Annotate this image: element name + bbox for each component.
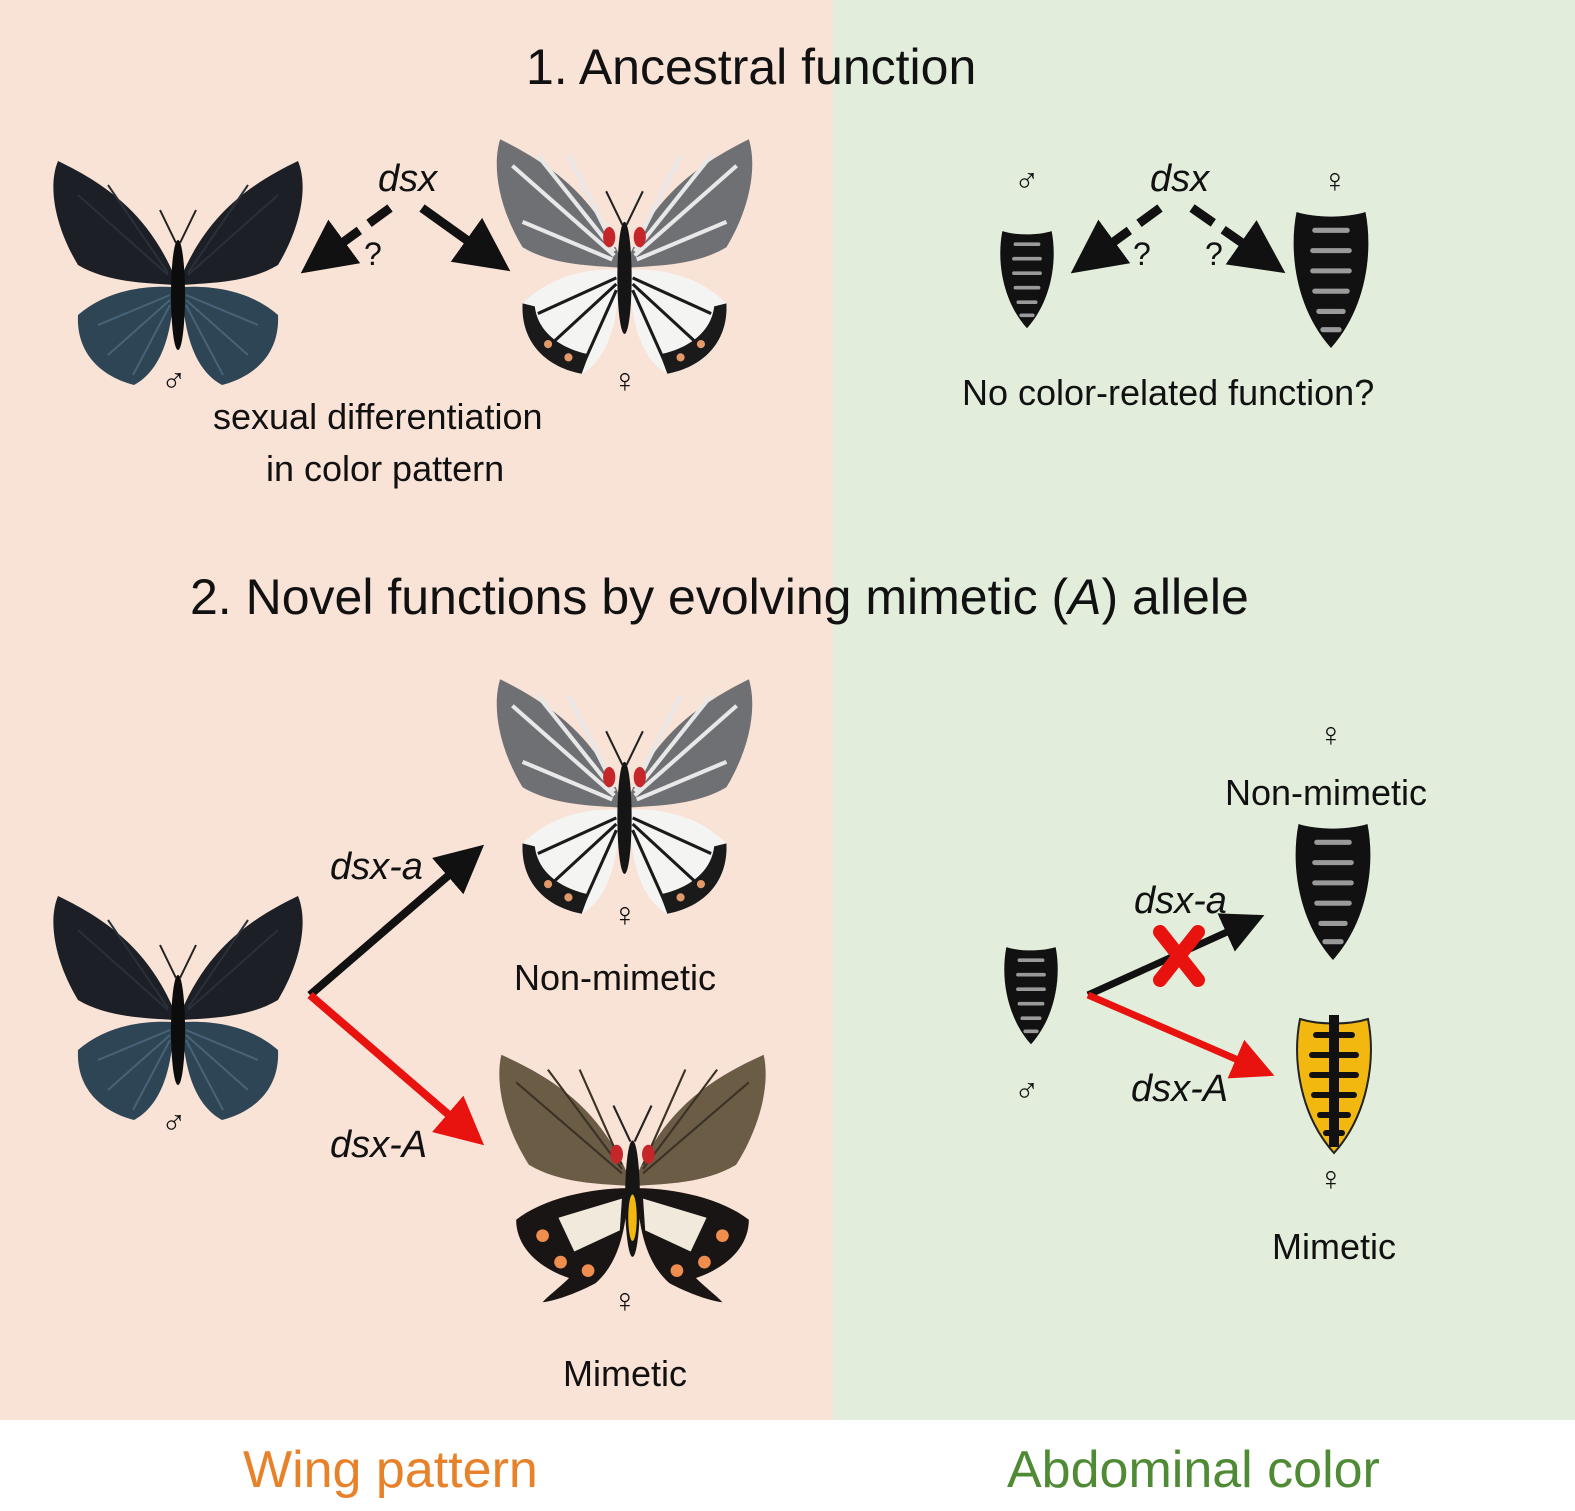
s1-wing-question-mark: ? [364,236,382,272]
s1-abd-gene-label: dsx [1150,158,1210,200]
s2-wing-gene-a-label: dsx-a [330,846,423,888]
s1-abd-caption: No color-related function? [962,372,1375,413]
s2-abd-gene-a-label: dsx-a [1134,880,1227,922]
s1-male-symbol: ♂ [161,362,187,400]
abdomen-panel [833,0,1575,1420]
s2-wing-gene-A-label: dsx-A [330,1124,428,1166]
s2-male-symbol: ♂ [161,1104,187,1142]
s2-abd-nonmimetic-female-symbol: ♀ [1318,716,1344,754]
s2-abd-male-symbol: ♂ [1014,1072,1040,1110]
arrow-dsx-A-to-mimetic [307,991,485,1146]
footer-wing-pattern-label: Wing pattern [243,1441,538,1499]
s2-nonmimetic-label: Non-mimetic [514,957,717,998]
arrow-abd-dsx-to-female-dashed [1189,204,1286,274]
s2-mimetic-label: Mimetic [563,1353,687,1394]
s1-abd-question-left: ? [1133,236,1151,272]
section1-title: 1. Ancestral function [526,39,977,95]
footer-band [0,1420,1575,1511]
s1-female-symbol: ♀ [612,362,638,400]
s2-abd-gene-A-label: dsx-A [1131,1068,1229,1110]
section2-title: 2. Novel functions by evolving mimetic (… [190,568,1249,626]
s1-wing-caption-line1: sexual differentiation [213,396,543,437]
arrow-abd-dsx-A-to-mimetic [1086,991,1275,1079]
section2-title-part1: 2. Novel functions by evolving mimetic ( [190,569,1069,625]
s2-nonmimetic-female-symbol: ♀ [612,896,638,934]
s1-abd-female-symbol: ♀ [1322,162,1348,200]
s2-mimetic-female-symbol: ♀ [612,1282,638,1320]
s2-abd-mimetic-female-symbol: ♀ [1318,1160,1344,1198]
s1-abd-question-right: ? [1205,236,1223,272]
s1-wing-gene-label: dsx [378,158,438,200]
arrow-abd-dsx-to-male-dashed [1070,204,1163,274]
s1-abd-male-symbol: ♂ [1014,162,1040,200]
arrow-dsx-a-to-nonmimetic [307,844,485,999]
blocked-cross-icon [1153,925,1205,987]
section2-title-allele: A [1068,569,1102,625]
arrow-dsx-to-female [419,204,511,272]
s2-abd-mimetic-label: Mimetic [1272,1226,1396,1267]
section2-title-part2: ) allele [1101,569,1249,625]
s1-wing-caption-line2: in color pattern [266,448,505,489]
arrow-dsx-to-male-dashed [300,204,393,274]
s2-abd-nonmimetic-label: Non-mimetic [1225,772,1428,813]
footer-abdominal-color-label: Abdominal color [1007,1441,1380,1499]
